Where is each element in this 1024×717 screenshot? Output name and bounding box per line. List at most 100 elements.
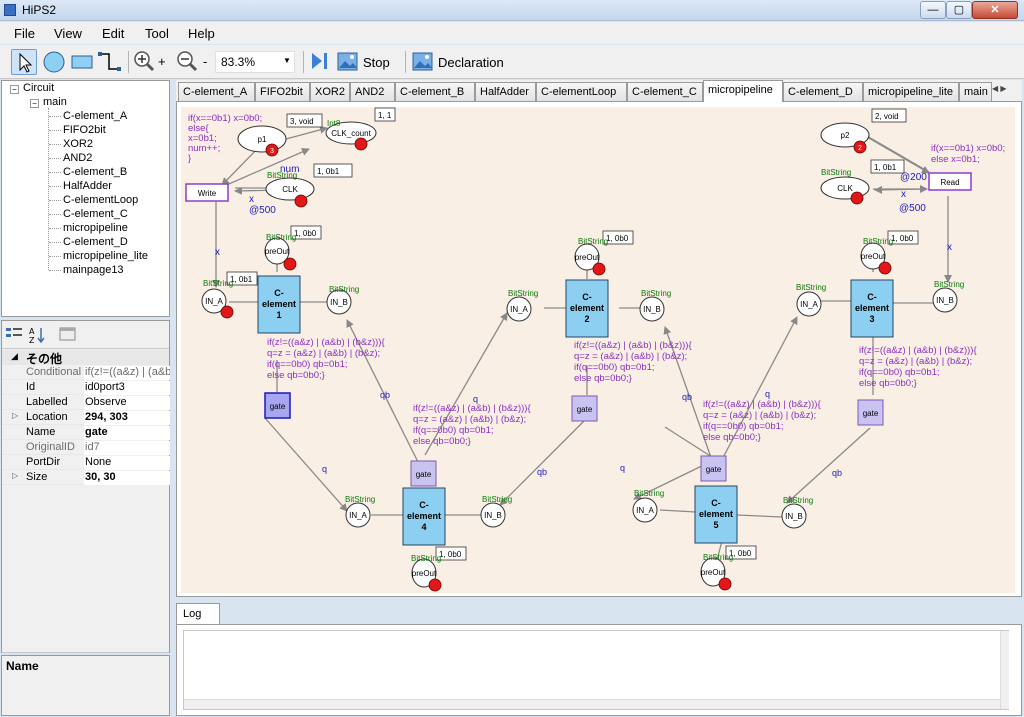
tree-item[interactable]: FIFO2bit (63, 124, 106, 136)
collapse-icon[interactable]: − (30, 99, 39, 108)
property-value[interactable]: None (84, 456, 170, 470)
place-preout-3[interactable] (860, 242, 886, 270)
gate-transition[interactable] (857, 399, 884, 426)
place-inb-4[interactable] (480, 502, 506, 528)
log-scrollbar[interactable] (1000, 631, 1009, 709)
maximize-button[interactable]: ▢ (946, 1, 972, 19)
menu-edit[interactable]: Edit (102, 26, 125, 41)
zoom-out-button[interactable] (176, 49, 198, 75)
tree-item[interactable]: mainpage13 (63, 264, 124, 276)
transition-read[interactable] (928, 172, 972, 191)
place-ina-3[interactable] (796, 291, 822, 317)
log-hscrollbar[interactable] (184, 699, 1000, 709)
tree-item[interactable]: micropipeline_lite (63, 250, 148, 262)
place-ina-2[interactable] (506, 296, 532, 322)
log-tab[interactable]: Log (176, 603, 220, 625)
step-button[interactable] (309, 49, 331, 75)
place-inb-5[interactable] (781, 503, 807, 529)
tab-micropipeline-lite[interactable]: micropipeline_lite (863, 82, 959, 101)
place-preout-4[interactable] (411, 558, 437, 588)
stop-button[interactable]: Stop (336, 49, 392, 75)
zoom-in-button[interactable] (133, 49, 155, 75)
property-value[interactable]: id7 (84, 441, 170, 455)
scroll-left-icon[interactable]: ◀ (992, 84, 999, 93)
categorized-icon[interactable] (5, 326, 25, 344)
arc-tool-button[interactable] (97, 49, 123, 75)
c-element-3[interactable] (850, 279, 894, 338)
minimize-button[interactable]: — (920, 1, 946, 19)
menu-tool[interactable]: Tool (145, 26, 169, 41)
menu-help[interactable]: Help (188, 26, 215, 41)
tree-item[interactable]: C-elementLoop (63, 194, 139, 206)
place-p2[interactable] (820, 122, 870, 148)
place-inb-1[interactable] (326, 289, 352, 315)
tab-c-element-d[interactable]: C-element_D (783, 82, 863, 101)
gate-transition[interactable] (700, 455, 727, 482)
place-ina-1[interactable] (201, 288, 227, 314)
transition-write[interactable] (185, 183, 229, 202)
c-element-5[interactable] (694, 485, 738, 544)
c-element-4[interactable] (402, 487, 446, 546)
place-preout-1[interactable] (264, 237, 290, 265)
tree-item[interactable]: C-element_C (63, 208, 128, 220)
zoom-select[interactable]: 83.3% ▼ (215, 51, 295, 73)
expand-icon[interactable]: ▷ (12, 411, 19, 420)
pointer-tool-button[interactable] (11, 49, 37, 75)
tree-item[interactable]: C-element_B (63, 166, 128, 178)
tree-item[interactable]: C-element_A (63, 110, 128, 122)
c-element-2[interactable] (565, 279, 609, 338)
expand-icon[interactable]: ▷ (12, 471, 19, 480)
tab-scroll[interactable]: ◀ ▶ (992, 84, 1020, 98)
tab-c-element-c[interactable]: C-element_C (627, 82, 703, 101)
gate-transition[interactable] (410, 460, 437, 487)
gate-transition[interactable] (264, 392, 291, 419)
property-value[interactable]: Observe (84, 396, 170, 410)
property-value[interactable]: gate (84, 426, 170, 440)
tree-item[interactable]: C-element_D (63, 236, 128, 248)
scroll-right-icon[interactable]: ▶ (1000, 84, 1007, 93)
property-value[interactable]: if(z!=((a&z) | (a&b (84, 366, 170, 380)
declaration-button[interactable]: Declaration (411, 49, 511, 75)
c-element-1[interactable] (257, 275, 301, 334)
property-value[interactable]: 294, 303 (84, 411, 170, 425)
tree-item[interactable]: HalfAdder (63, 180, 112, 192)
tab-micropipeline[interactable]: micropipeline (703, 80, 783, 102)
tree-root-circuit[interactable]: Circuit (23, 82, 55, 94)
tree-node-main[interactable]: main (43, 96, 67, 108)
place-ina-5[interactable] (632, 497, 658, 523)
transition-tool-button[interactable] (69, 49, 95, 75)
place-preout-2[interactable] (574, 243, 600, 271)
menu-file[interactable]: File (14, 26, 35, 41)
place-inb-3[interactable] (932, 287, 958, 313)
place-clk[interactable] (265, 177, 315, 201)
tab-c-elementloop[interactable]: C-elementLoop (536, 82, 627, 101)
place-ina-4[interactable] (345, 502, 371, 528)
place-tool-button[interactable] (41, 49, 67, 75)
property-value[interactable]: 30, 30 (84, 471, 170, 485)
place-preout-5[interactable] (700, 557, 726, 587)
tab-main[interactable]: main (959, 82, 992, 101)
tab-c-element-b[interactable]: C-element_B (395, 82, 475, 101)
tab-halfadder[interactable]: HalfAdder (475, 82, 536, 101)
collapse-icon[interactable]: − (10, 85, 19, 94)
log-textarea[interactable] (183, 630, 1009, 710)
property-category[interactable]: ◢ その他 (2, 350, 169, 366)
close-button[interactable]: ✕ (972, 1, 1018, 19)
tab-xor2[interactable]: XOR2 (310, 82, 350, 101)
property-value[interactable]: id0port3 (84, 381, 170, 395)
tab-fifo2bit[interactable]: FIFO2bit (255, 82, 310, 101)
property-pages-icon[interactable] (59, 326, 79, 344)
tab-and2[interactable]: AND2 (350, 82, 395, 101)
tree-item[interactable]: AND2 (63, 152, 93, 164)
